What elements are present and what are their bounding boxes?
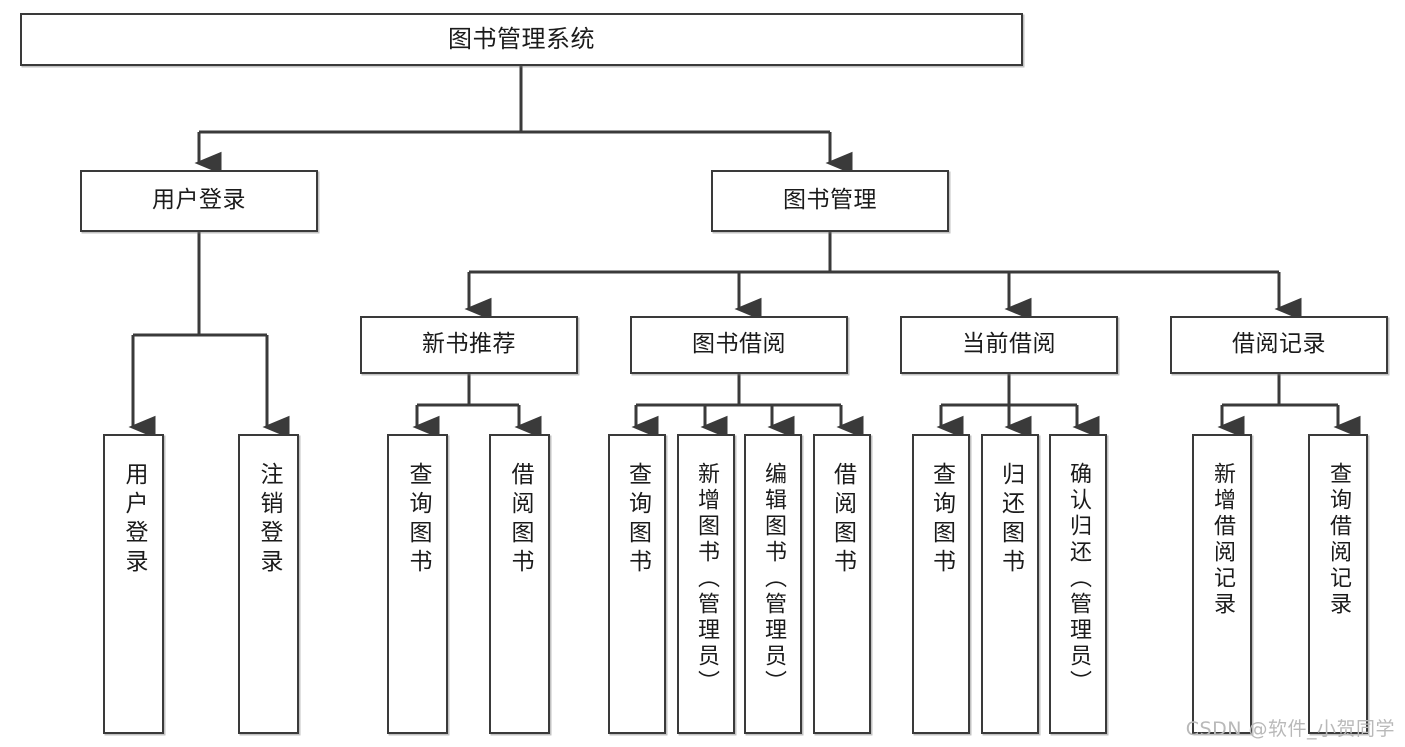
node-book-borrow[interactable]: 图书借阅 — [630, 316, 848, 374]
leaf-confirm-return-admin-label: 确认归还（管理员） — [1066, 462, 1091, 696]
node-user-login-label: 用户登录 — [152, 187, 246, 214]
leaf-user-login-label: 用户登录 — [121, 462, 147, 578]
leaf-query-borrow-record[interactable]: 查询借阅记录 — [1308, 434, 1368, 734]
csdn-watermark: CSDN @软件_小贺同学 — [1185, 718, 1395, 740]
leaf-edit-book-admin[interactable]: 编辑图书（管理员） — [744, 434, 802, 734]
node-current-borrow-label: 当前借阅 — [962, 331, 1056, 358]
node-current-borrow[interactable]: 当前借阅 — [900, 316, 1118, 374]
node-root-label: 图书管理系统 — [448, 25, 595, 54]
leaf-borrow-book[interactable]: 借阅图书 — [813, 434, 871, 734]
leaf-query-book-current[interactable]: 查询图书 — [912, 434, 970, 734]
leaf-add-book-admin-label: 新增图书（管理员） — [694, 462, 719, 696]
leaf-logout-label: 注销登录 — [256, 462, 282, 578]
leaf-query-book-recommend[interactable]: 查询图书 — [387, 434, 448, 734]
leaf-return-book[interactable]: 归还图书 — [981, 434, 1039, 734]
leaf-borrow-book-label: 借阅图书 — [829, 462, 856, 578]
node-borrow-records-label: 借阅记录 — [1232, 331, 1326, 358]
leaf-user-login[interactable]: 用户登录 — [103, 434, 164, 734]
leaf-edit-book-admin-label: 编辑图书（管理员） — [761, 462, 786, 696]
node-new-book-recommend-label: 新书推荐 — [422, 331, 516, 358]
leaf-query-book-current-label: 查询图书 — [928, 462, 955, 578]
node-book-management-label: 图书管理 — [783, 187, 877, 214]
leaf-query-book-borrow[interactable]: 查询图书 — [608, 434, 666, 734]
leaf-query-book-borrow-label: 查询图书 — [624, 462, 651, 578]
node-user-login[interactable]: 用户登录 — [80, 170, 318, 232]
leaf-confirm-return-admin[interactable]: 确认归还（管理员） — [1049, 434, 1107, 734]
leaf-add-book-admin[interactable]: 新增图书（管理员） — [677, 434, 735, 734]
node-book-borrow-label: 图书借阅 — [692, 331, 786, 358]
leaf-query-book-recommend-label: 查询图书 — [405, 462, 431, 578]
leaf-borrow-book-recommend-label: 借阅图书 — [507, 462, 533, 578]
leaf-add-borrow-record-label: 新增借阅记录 — [1210, 462, 1235, 618]
leaf-borrow-book-recommend[interactable]: 借阅图书 — [489, 434, 550, 734]
leaf-logout[interactable]: 注销登录 — [238, 434, 299, 734]
node-book-management[interactable]: 图书管理 — [711, 170, 949, 232]
leaf-return-book-label: 归还图书 — [997, 462, 1024, 578]
node-root[interactable]: 图书管理系统 — [20, 13, 1023, 66]
node-borrow-records[interactable]: 借阅记录 — [1170, 316, 1388, 374]
leaf-add-borrow-record[interactable]: 新增借阅记录 — [1192, 434, 1252, 734]
node-new-book-recommend[interactable]: 新书推荐 — [360, 316, 578, 374]
leaf-query-borrow-record-label: 查询借阅记录 — [1326, 462, 1351, 618]
